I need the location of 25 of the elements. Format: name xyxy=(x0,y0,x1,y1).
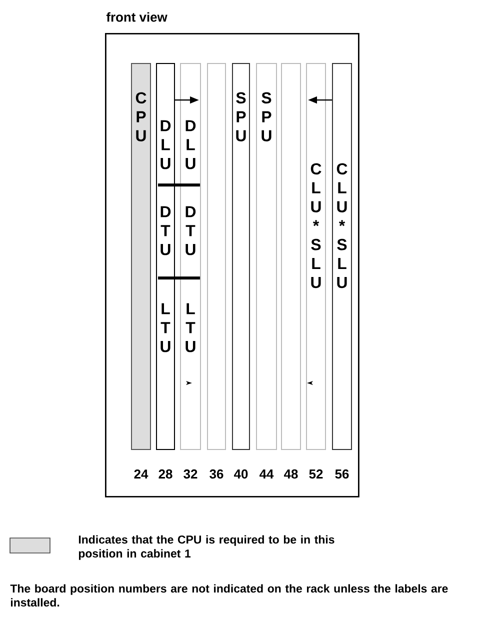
board-slot: DLU DTU LTU xyxy=(180,63,201,450)
position-number: 56 xyxy=(335,469,349,479)
node-label: front view xyxy=(106,12,168,22)
board-slot: CLU*SLU xyxy=(306,63,326,450)
position-number: 52 xyxy=(309,469,323,479)
node-label: DTU xyxy=(186,206,196,256)
board-slot: DLU DTU LTU xyxy=(156,63,175,450)
node-label: LTU xyxy=(186,303,196,352)
position-number: 48 xyxy=(284,469,298,479)
position-number: 40 xyxy=(234,469,248,479)
node-label: DLU xyxy=(186,120,196,170)
board-slot: CLU*SLU xyxy=(332,63,352,450)
board-slot: SPU xyxy=(232,63,250,450)
position-number: 24 xyxy=(134,469,148,479)
position-number: 32 xyxy=(184,469,198,479)
board-slot: CPU xyxy=(131,63,151,450)
node-label: DTU xyxy=(160,206,171,256)
position-number: 28 xyxy=(158,469,172,479)
position-number: 44 xyxy=(260,470,274,478)
node-label: DLU xyxy=(160,120,171,170)
position-number: 36 xyxy=(210,469,224,479)
node-label: LTU xyxy=(160,303,170,352)
note-text: The board position numbers are not indicated on the rack unless the labels are installed. xyxy=(10,584,448,607)
legend-text: Indicates that the CPU is required to be in this position in cabinet 1 xyxy=(78,535,334,560)
board-slot: SPU xyxy=(256,63,277,450)
